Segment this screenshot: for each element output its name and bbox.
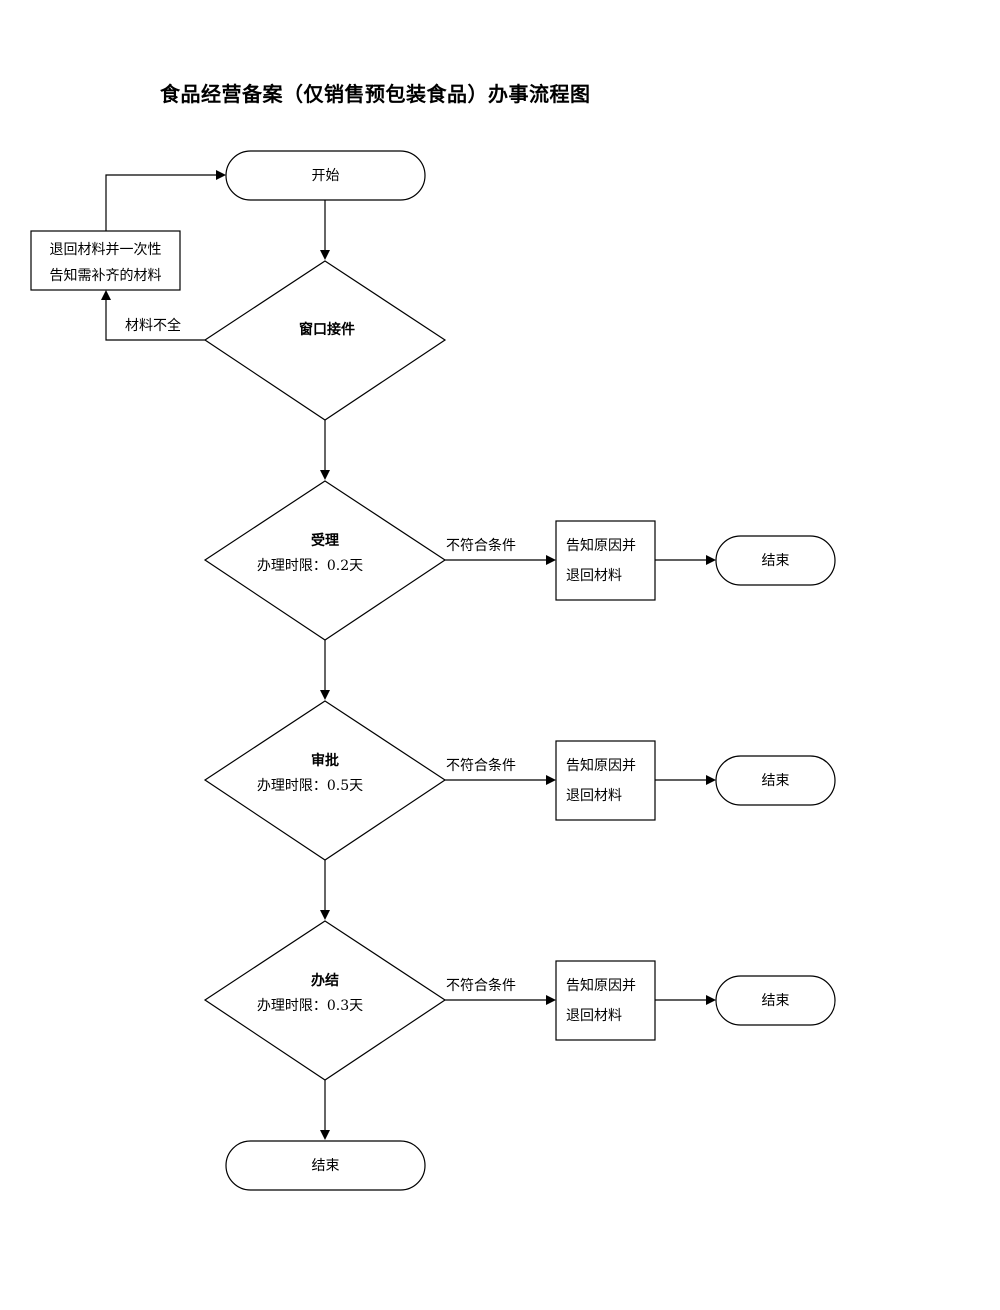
- incomplete-arrow: [105, 298, 205, 341]
- end-node: 结束: [715, 755, 836, 806]
- start-node: 开始: [225, 150, 426, 201]
- page-title: 食品经营备案（仅销售预包装食品）办事流程图: [160, 82, 591, 106]
- arrowhead: [320, 250, 330, 260]
- step-name: 审批: [311, 752, 339, 769]
- window-decision: 窗口接件: [203, 260, 447, 421]
- arrowhead: [320, 910, 330, 920]
- end-label: 结束: [762, 993, 790, 1009]
- final-end-label: 结束: [312, 1158, 340, 1174]
- notice-box: 告知原因并 退回材料: [555, 520, 656, 601]
- step-time-limit: 办理时限：0.5天: [257, 778, 363, 794]
- end-label: 结束: [762, 553, 790, 569]
- arrowhead: [101, 290, 111, 300]
- fail-label: 不符合条件: [446, 977, 516, 994]
- step-decision-accept: 受理 办理时限：0.2天: [203, 480, 447, 641]
- end-node: 结束: [715, 975, 836, 1026]
- notice-box: 告知原因并 退回材料: [555, 960, 656, 1041]
- step-name: 办结: [311, 972, 339, 989]
- end-node: 结束: [715, 535, 836, 586]
- arrowhead: [706, 995, 716, 1005]
- step-time-limit: 办理时限：0.2天: [257, 558, 363, 574]
- notice-line1: 告知原因并: [566, 757, 636, 774]
- incomplete-label: 材料不全: [125, 317, 181, 334]
- loop-back-arrow: [105, 174, 218, 231]
- start-label: 开始: [312, 168, 340, 184]
- step-decision-complete: 办结 办理时限：0.3天: [203, 920, 447, 1081]
- step-decision-approve: 审批 办理时限：0.5天: [203, 700, 447, 861]
- step-name: 受理: [311, 532, 339, 549]
- return-box-line1: 退回材料并一次性: [50, 242, 162, 258]
- arrowhead: [320, 470, 330, 480]
- arrowhead: [320, 1130, 330, 1140]
- arrowhead: [706, 775, 716, 785]
- return-box-line2: 告知需补齐的材料: [50, 267, 162, 284]
- end-label: 结束: [762, 773, 790, 789]
- notice-line1: 告知原因并: [566, 537, 636, 554]
- arrowhead: [546, 995, 556, 1005]
- fail-label: 不符合条件: [446, 757, 516, 774]
- arrowhead: [546, 775, 556, 785]
- notice-line2: 退回材料: [566, 568, 622, 584]
- notice-line2: 退回材料: [566, 1008, 622, 1024]
- arrowhead: [546, 555, 556, 565]
- window-label: 窗口接件: [299, 321, 355, 338]
- return-materials-box: 退回材料并一次性 告知需补齐的材料: [30, 230, 181, 291]
- arrowhead: [706, 555, 716, 565]
- notice-line1: 告知原因并: [566, 977, 636, 994]
- arrowhead: [216, 170, 226, 180]
- fail-label: 不符合条件: [446, 537, 516, 554]
- notice-box: 告知原因并 退回材料: [555, 740, 656, 821]
- notice-line2: 退回材料: [566, 788, 622, 804]
- final-end-node: 结束: [225, 1140, 426, 1191]
- arrowhead: [320, 690, 330, 700]
- step-time-limit: 办理时限：0.3天: [257, 998, 363, 1014]
